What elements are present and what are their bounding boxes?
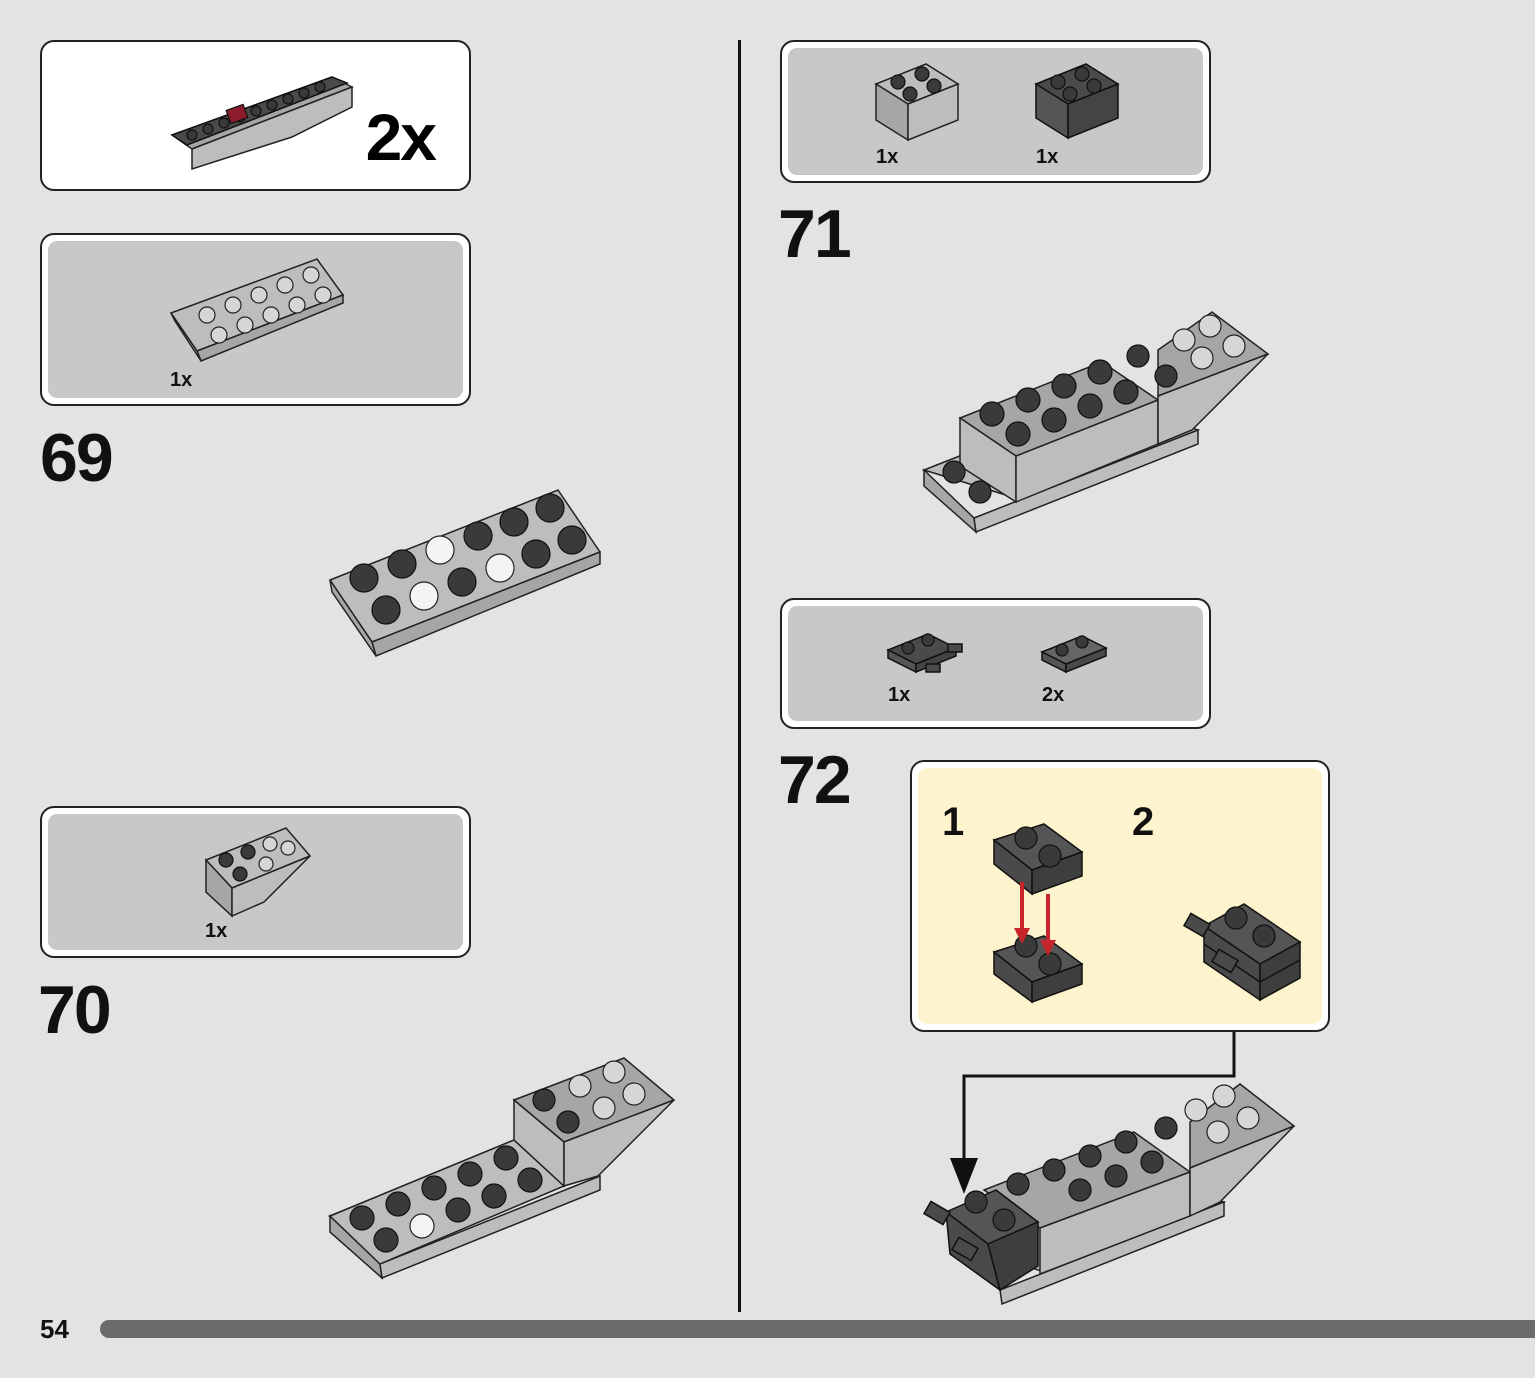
step-70-build-image	[327, 1057, 676, 1280]
submodel-preview-image	[170, 76, 354, 171]
red-part	[225, 103, 249, 125]
step-72-part-2-qty: 2x	[1042, 684, 1065, 706]
sub-step-2-number: 2	[1132, 800, 1155, 844]
step-72-build-image	[922, 1083, 1296, 1306]
slope-inverted-part-icon	[204, 827, 312, 918]
red-arrows	[1014, 882, 1056, 956]
progress-bar	[100, 1320, 1535, 1338]
step-71-studs	[942, 314, 1246, 504]
brick-2x2-part-icon	[874, 63, 960, 142]
step-71-build-image	[921, 311, 1270, 534]
step-69-build-image	[328, 489, 602, 658]
sub-step-2-image	[1182, 903, 1302, 1002]
step-72-number: 72	[778, 742, 852, 818]
submodel-preview-box: 2x	[40, 40, 471, 191]
plate-2x6-part-icon	[169, 258, 345, 362]
step-69-part-qty: 1x	[170, 369, 193, 391]
step-70-studs	[349, 1060, 646, 1253]
sub-assembly-box: 1 2	[910, 760, 1330, 1032]
page-number: 54	[40, 1314, 69, 1344]
step-69-number: 69	[40, 420, 114, 496]
step-70-number: 70	[38, 972, 112, 1048]
step-71-part-1-qty: 1x	[876, 146, 899, 168]
sub-step-1-image	[992, 823, 1084, 1004]
submodel-multiplier: 2x	[365, 100, 437, 174]
sub-assembly-connector-arrow	[950, 1032, 1236, 1194]
step-69-parts-callout: 1x	[40, 233, 471, 406]
sub-step-1-number: 1	[942, 800, 965, 844]
step-72-part-1-qty: 1x	[888, 684, 911, 706]
plate-clip-part-icon	[886, 633, 963, 674]
step-71-number: 71	[778, 196, 852, 272]
step-72-studs	[964, 1084, 1260, 1232]
submodel-studs	[186, 81, 326, 141]
technic-brick-part-icon	[1034, 63, 1120, 140]
step-71-parts-callout: 1x 1x	[780, 40, 1211, 183]
page-divider	[738, 40, 741, 1312]
plate-1x2-part-icon	[1040, 635, 1108, 674]
step-71-part-2-qty: 1x	[1036, 146, 1059, 168]
step-72-parts-callout: 1x 2x	[780, 598, 1211, 729]
step-70-parts-callout: 1x	[40, 806, 471, 958]
step-70-part-qty: 1x	[205, 920, 228, 942]
step-69-studs	[349, 493, 587, 625]
